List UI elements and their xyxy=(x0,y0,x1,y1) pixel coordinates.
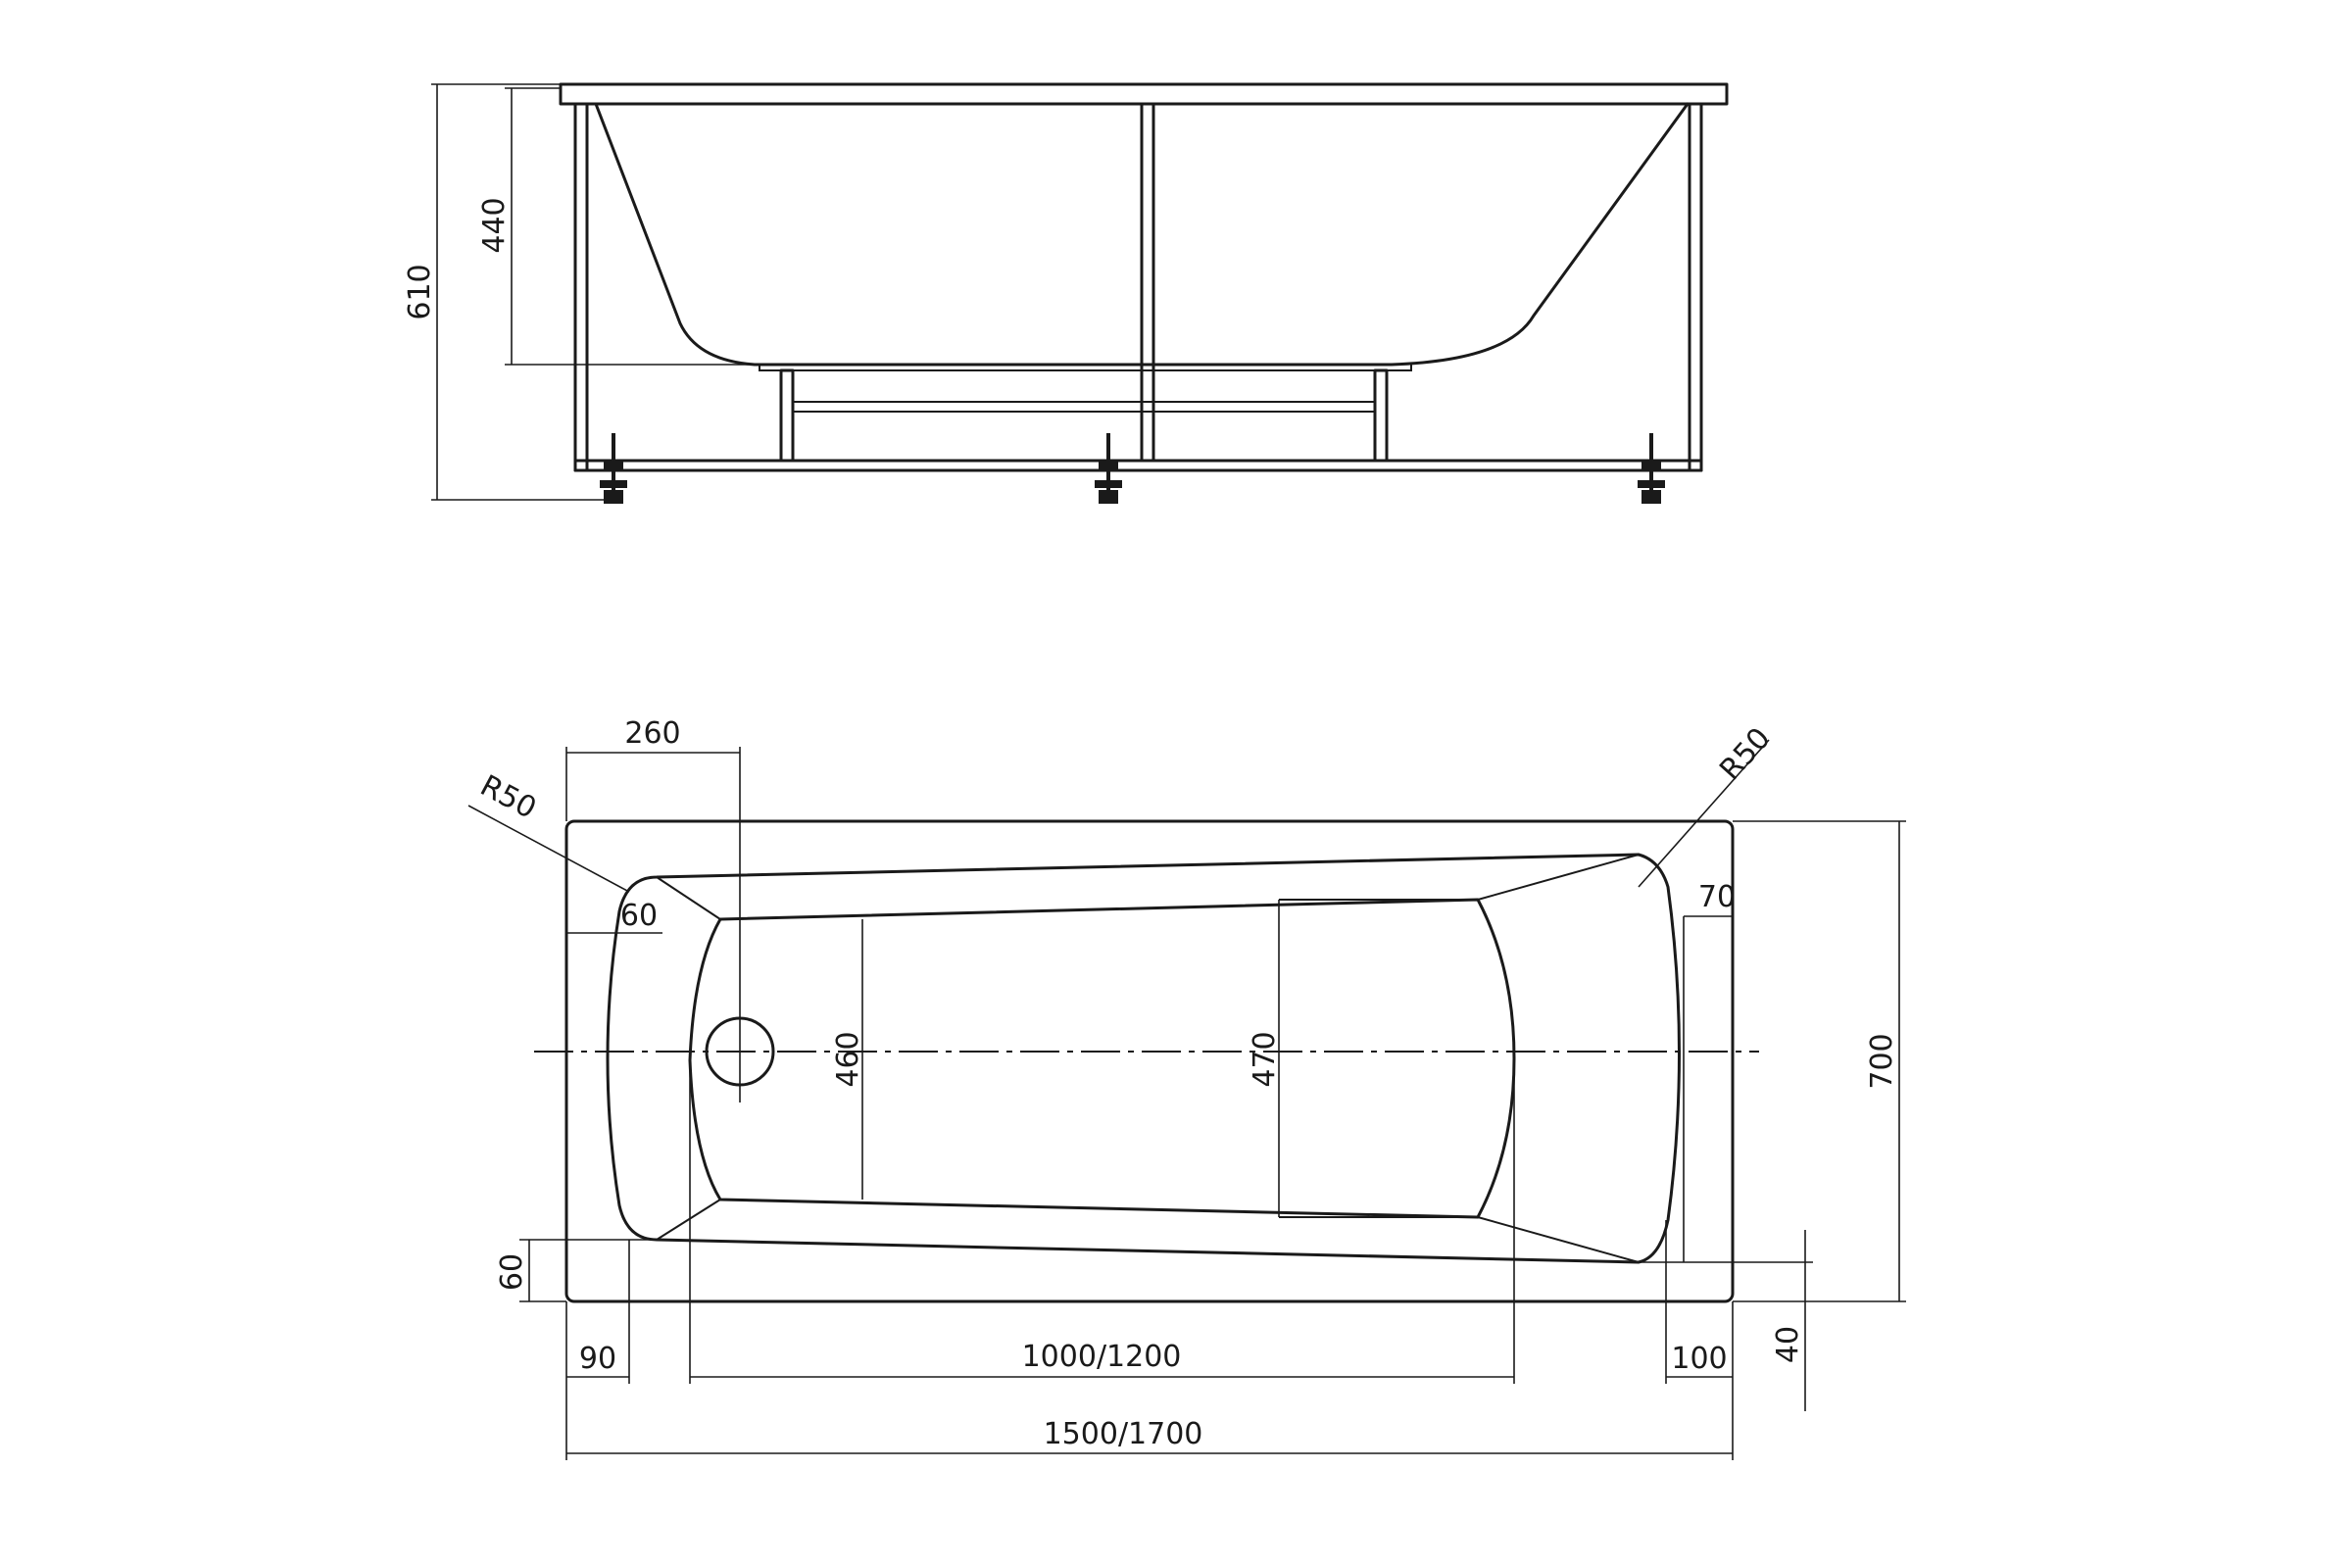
side-frame xyxy=(573,102,1703,472)
dim-radius-left: R50 xyxy=(467,768,630,893)
dim-label-470: 470 xyxy=(1248,1031,1282,1087)
top-bottom-outline xyxy=(688,898,1516,1219)
dim-label-100: 100 xyxy=(1671,1342,1727,1376)
dim-radius-right: R50 xyxy=(1638,721,1778,888)
side-feet xyxy=(600,433,1665,504)
dim-rim-bottom-right: 40 xyxy=(1639,1230,1813,1411)
side-view: 610 440 xyxy=(403,82,1729,504)
dim-label-260: 260 xyxy=(624,716,680,751)
top-rim-outline xyxy=(564,819,1735,1303)
dim-label-1500-1700: 1500/1700 xyxy=(1044,1417,1203,1451)
dim-rim-left: 90 xyxy=(565,1240,630,1384)
dim-label-610: 610 xyxy=(403,264,437,319)
dim-drain-offset: 260 xyxy=(565,716,741,1102)
dim-overall-width: 700 xyxy=(1733,820,1906,1302)
dim-label-700: 700 xyxy=(1865,1033,1899,1089)
dim-rim-bottom-left: 60 xyxy=(495,1239,657,1302)
top-slope-lines xyxy=(656,854,1640,1263)
dim-overall-height: 610 xyxy=(403,83,604,501)
side-tub-bottom xyxy=(759,365,1412,371)
foot-left xyxy=(600,433,627,504)
side-rim xyxy=(559,82,1729,106)
dim-width-narrow: 460 xyxy=(831,919,865,1200)
dim-label-70: 70 xyxy=(1698,880,1736,914)
dim-width-wide: 470 xyxy=(1248,900,1282,1217)
foot-center xyxy=(1095,433,1122,504)
dim-label-90: 90 xyxy=(579,1342,616,1376)
dim-overall-length: 1500/1700 xyxy=(565,1384,1734,1460)
dim-label-40: 40 xyxy=(1771,1326,1805,1363)
dim-label-r50-right: R50 xyxy=(1713,721,1778,787)
dim-label-r50-left: R50 xyxy=(474,768,542,826)
dim-depth: 440 xyxy=(477,87,760,366)
dim-head-inset-right: 70 xyxy=(1683,880,1736,1262)
dim-label-60-left: 60 xyxy=(620,899,658,933)
foot-right xyxy=(1638,433,1665,504)
side-tub-profile xyxy=(594,102,1690,367)
dim-rim-right: 100 xyxy=(1665,1220,1734,1384)
dim-bottom-length: 1000/1200 xyxy=(689,1058,1515,1384)
dim-head-inset-left: 60 xyxy=(566,899,662,934)
top-view: 260 R50 60 460 470 R50 70 xyxy=(467,716,1906,1460)
dim-label-1000-1200: 1000/1200 xyxy=(1022,1340,1182,1374)
dim-label-60-bottom: 60 xyxy=(495,1253,529,1291)
dim-label-440: 440 xyxy=(477,197,512,253)
dim-label-460: 460 xyxy=(831,1031,865,1087)
